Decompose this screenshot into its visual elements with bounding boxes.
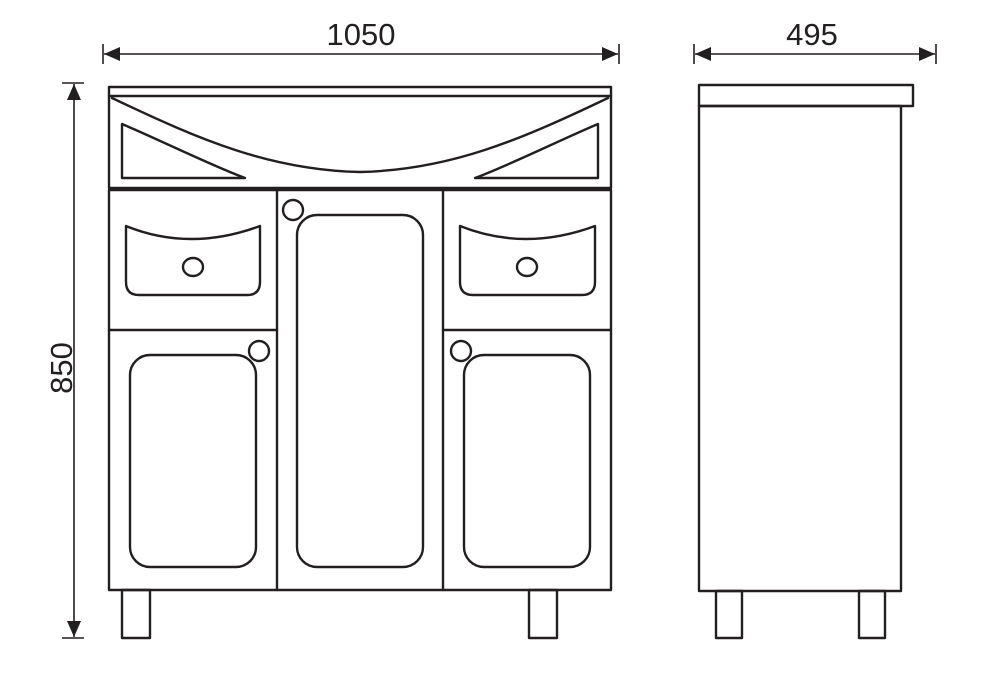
right-door-knob xyxy=(449,339,473,363)
width-dimension: 1050 xyxy=(102,17,620,64)
drawer-left-knob xyxy=(181,256,205,278)
width-arrow-left xyxy=(104,47,120,61)
basin-bowl-curve xyxy=(110,96,610,174)
side-view xyxy=(697,83,915,640)
side-countertop xyxy=(697,83,915,108)
depth-label: 495 xyxy=(786,17,838,52)
cabinet-body xyxy=(107,188,613,592)
front-view xyxy=(107,85,613,640)
width-arrow-right xyxy=(602,47,618,61)
middle-door-panel xyxy=(295,213,425,569)
front-leg-left xyxy=(120,588,152,640)
height-arrow-top xyxy=(67,84,81,100)
width-label: 1050 xyxy=(327,17,396,52)
drawer-left-panel xyxy=(124,224,262,297)
depth-arrow-right xyxy=(919,47,935,61)
left-door-knob xyxy=(247,339,271,363)
right-door-panel xyxy=(462,353,592,569)
side-leg-right xyxy=(857,589,887,640)
middle-door-knob xyxy=(281,198,305,222)
front-leg-right xyxy=(527,588,559,640)
drawer-right-knob xyxy=(515,256,539,278)
depth-dimension: 495 xyxy=(693,17,937,64)
basin-top xyxy=(107,85,613,190)
side-body xyxy=(697,104,903,593)
side-leg-left xyxy=(714,589,744,640)
height-label: 850 xyxy=(44,342,79,394)
basin-right-recess xyxy=(473,122,600,180)
basin-left-recess xyxy=(120,122,247,180)
height-arrow-bottom xyxy=(67,621,81,637)
left-door-panel xyxy=(128,353,258,569)
drawer-right-panel xyxy=(458,224,597,297)
height-dimension: 850 xyxy=(44,82,84,639)
depth-arrow-left xyxy=(695,47,711,61)
